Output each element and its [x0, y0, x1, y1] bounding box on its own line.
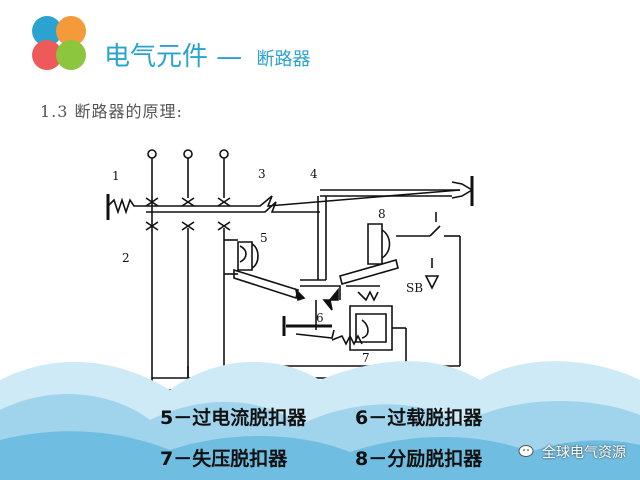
label-5: 5: [260, 231, 268, 245]
main-contacts: [145, 197, 231, 231]
section-heading: 1.3 断路器的原理:: [40, 102, 183, 121]
title-main: 电气元件 —: [104, 42, 243, 72]
decorative-waves: [0, 361, 640, 480]
label-4: 4: [310, 167, 318, 181]
watermark-text: 全球电气资源: [542, 445, 626, 461]
central-lever: [300, 196, 341, 330]
arrows: [294, 287, 339, 311]
label-1: 1: [112, 169, 120, 183]
undervoltage-trip: [346, 285, 407, 364]
watermark: 全球电气资源: [518, 442, 626, 462]
label-7: 7: [362, 351, 370, 365]
spring-1: [107, 197, 146, 215]
label-3: 3: [258, 167, 266, 181]
sb-button-icon: [424, 258, 440, 290]
overcurrent-trip: [224, 239, 299, 300]
legend-item-7: 7－失压脱扣器: [160, 448, 288, 470]
legend-item-6: 6－过载脱扣器: [355, 407, 483, 429]
phase-lines: [151, 158, 225, 390]
title-sub: 断路器: [256, 49, 311, 70]
page-title: 电气元件 — 断路器: [104, 36, 311, 73]
shunt-trip: [339, 212, 461, 366]
label-6: 6: [316, 311, 324, 325]
legend-item-8: 8－分励脱扣器: [355, 448, 483, 470]
main-latch-bar: [146, 189, 461, 213]
label-2: 2: [122, 251, 130, 265]
terminal-circles: [147, 149, 229, 159]
label-sb: SB: [406, 281, 423, 295]
logo-icon: [32, 16, 86, 70]
wechat-icon: [518, 445, 534, 457]
legend-item-5: 5－过电流脱扣器: [160, 407, 307, 429]
label-8: 8: [378, 207, 386, 221]
